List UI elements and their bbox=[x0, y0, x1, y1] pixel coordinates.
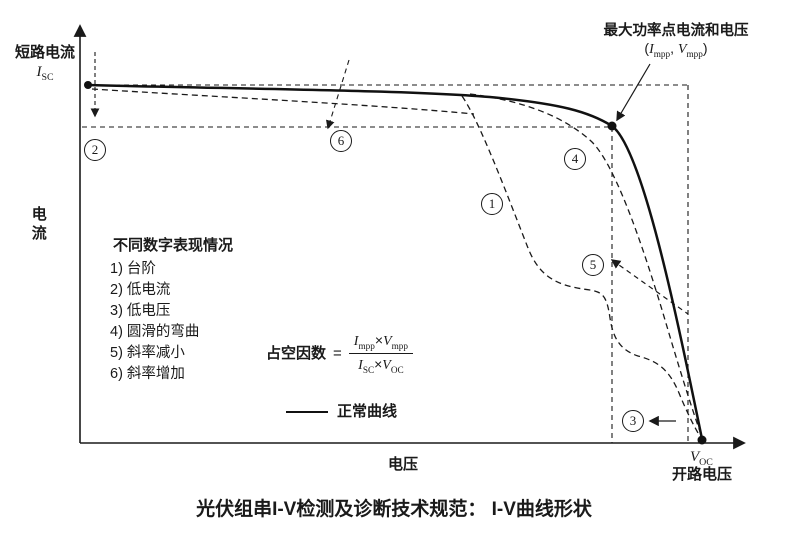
marker-circle-4: 4 bbox=[564, 148, 586, 170]
mpp-pointer-arrow bbox=[616, 63, 651, 122]
fill-factor-equals: = bbox=[333, 344, 342, 362]
x-axis-label: 电压 bbox=[388, 456, 419, 473]
impp-symbol: I bbox=[353, 334, 359, 349]
y-axis-label: 电流 bbox=[29, 206, 47, 244]
mpp-current-subscript: mpp bbox=[653, 48, 671, 59]
legend-normal-curve-label: 正常曲线 bbox=[337, 403, 398, 420]
marker-circle-6: 6 bbox=[330, 130, 352, 152]
isc-label-name: 短路电流 bbox=[14, 44, 75, 61]
notes-title: 不同数字表现情况 bbox=[113, 237, 234, 254]
figure-caption: 光伏组串I-V检测及诊断技术规范： I-V曲线形状 bbox=[196, 499, 592, 520]
marker-circle-3: 3 bbox=[622, 410, 644, 432]
note-item-1: 1) 台阶 bbox=[110, 261, 156, 277]
vmpp-subscript: mpp bbox=[391, 340, 409, 351]
denominator-times: × bbox=[374, 356, 383, 373]
fill-factor-fraction: Impp×Vmpp ISC×VOC bbox=[348, 332, 414, 376]
note-item-4: 4) 圆滑的弯曲 bbox=[110, 324, 200, 340]
note-item-6: 6) 斜率增加 bbox=[110, 366, 185, 382]
mpp-current-symbol: I bbox=[649, 42, 654, 58]
fill-factor-numerator: Impp×Vmpp bbox=[348, 332, 414, 355]
marker-circle-2: 2 bbox=[84, 139, 106, 161]
normal-curve-line-sample bbox=[286, 411, 328, 414]
rounded-knee-curve-dashed bbox=[469, 93, 703, 438]
voc-point bbox=[697, 435, 707, 445]
impp-subscript: mpp bbox=[358, 340, 375, 351]
note-item-3: 3) 低电压 bbox=[110, 303, 171, 319]
marker-circle-5: 5 bbox=[582, 254, 604, 276]
isc-den-subscript: SC bbox=[362, 365, 375, 376]
fill-factor-formula: 占空因数 = Impp×Vmpp ISC×VOC bbox=[266, 332, 414, 376]
mpp-annotation-symbols: (Impp, Vmpp) bbox=[570, 40, 782, 60]
isc-den-symbol: I bbox=[358, 358, 363, 374]
marker6-arrow-dashed bbox=[326, 59, 350, 130]
note-item-2: 2) 低电流 bbox=[110, 282, 171, 298]
isc-subscript: SC bbox=[41, 71, 54, 83]
mpp-separator: , bbox=[670, 40, 678, 57]
mpp-voltage-subscript: mpp bbox=[686, 48, 703, 59]
mpp-paren-close: ) bbox=[702, 40, 708, 57]
isc-point bbox=[84, 81, 92, 89]
voc-den-symbol: V bbox=[382, 358, 391, 374]
legend-normal-curve: 正常曲线 bbox=[286, 403, 397, 422]
isc-symbol: I bbox=[36, 63, 42, 80]
mpp-point bbox=[607, 121, 617, 131]
voc-den-subscript: OC bbox=[390, 365, 404, 376]
note-item-5: 5) 斜率减小 bbox=[110, 345, 185, 361]
numerator-times: × bbox=[374, 332, 384, 348]
step-curve-dashed bbox=[461, 95, 702, 439]
vmpp-symbol: V bbox=[383, 334, 392, 349]
voc-name-label: 开路电压 bbox=[672, 466, 733, 483]
mpp-voltage-symbol: V bbox=[677, 42, 687, 58]
isc-label: 短路电流 ISC bbox=[6, 44, 84, 84]
voc-subscript: OC bbox=[699, 457, 713, 468]
marker-circle-1: 1 bbox=[481, 193, 503, 215]
fill-factor-denominator: ISC×VOC bbox=[349, 354, 413, 375]
voc-symbol-label: VOC bbox=[690, 448, 713, 469]
voc-symbol: V bbox=[690, 449, 700, 465]
fill-factor-label: 占空因数 bbox=[266, 344, 327, 362]
mpp-annotation-title: 最大功率点电流和电压 bbox=[603, 23, 749, 39]
normal-curve bbox=[87, 83, 704, 440]
slope-decrease-arrow-dashed bbox=[610, 259, 689, 315]
slope-increase-curve-dashed bbox=[91, 88, 475, 115]
mpp-paren-open: ( bbox=[644, 40, 650, 57]
mpp-annotation: 最大功率点电流和电压 (Impp, Vmpp) bbox=[570, 22, 782, 60]
isc-label-symbol: ISC bbox=[6, 63, 84, 84]
